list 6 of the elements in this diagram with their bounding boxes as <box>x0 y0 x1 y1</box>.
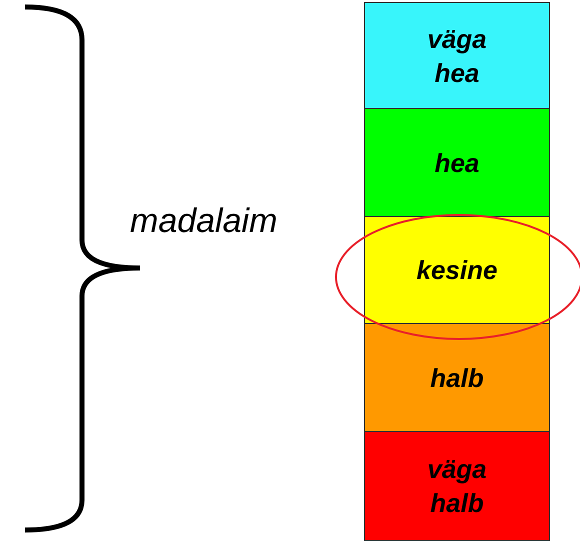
rating-box: kesine <box>364 216 550 324</box>
rating-box: halb <box>364 323 550 432</box>
rating-box: hea <box>364 108 550 217</box>
rating-box: väga hea <box>364 2 550 109</box>
rating-box: väga halb <box>364 431 550 541</box>
brace-label: madalaim <box>130 202 278 241</box>
